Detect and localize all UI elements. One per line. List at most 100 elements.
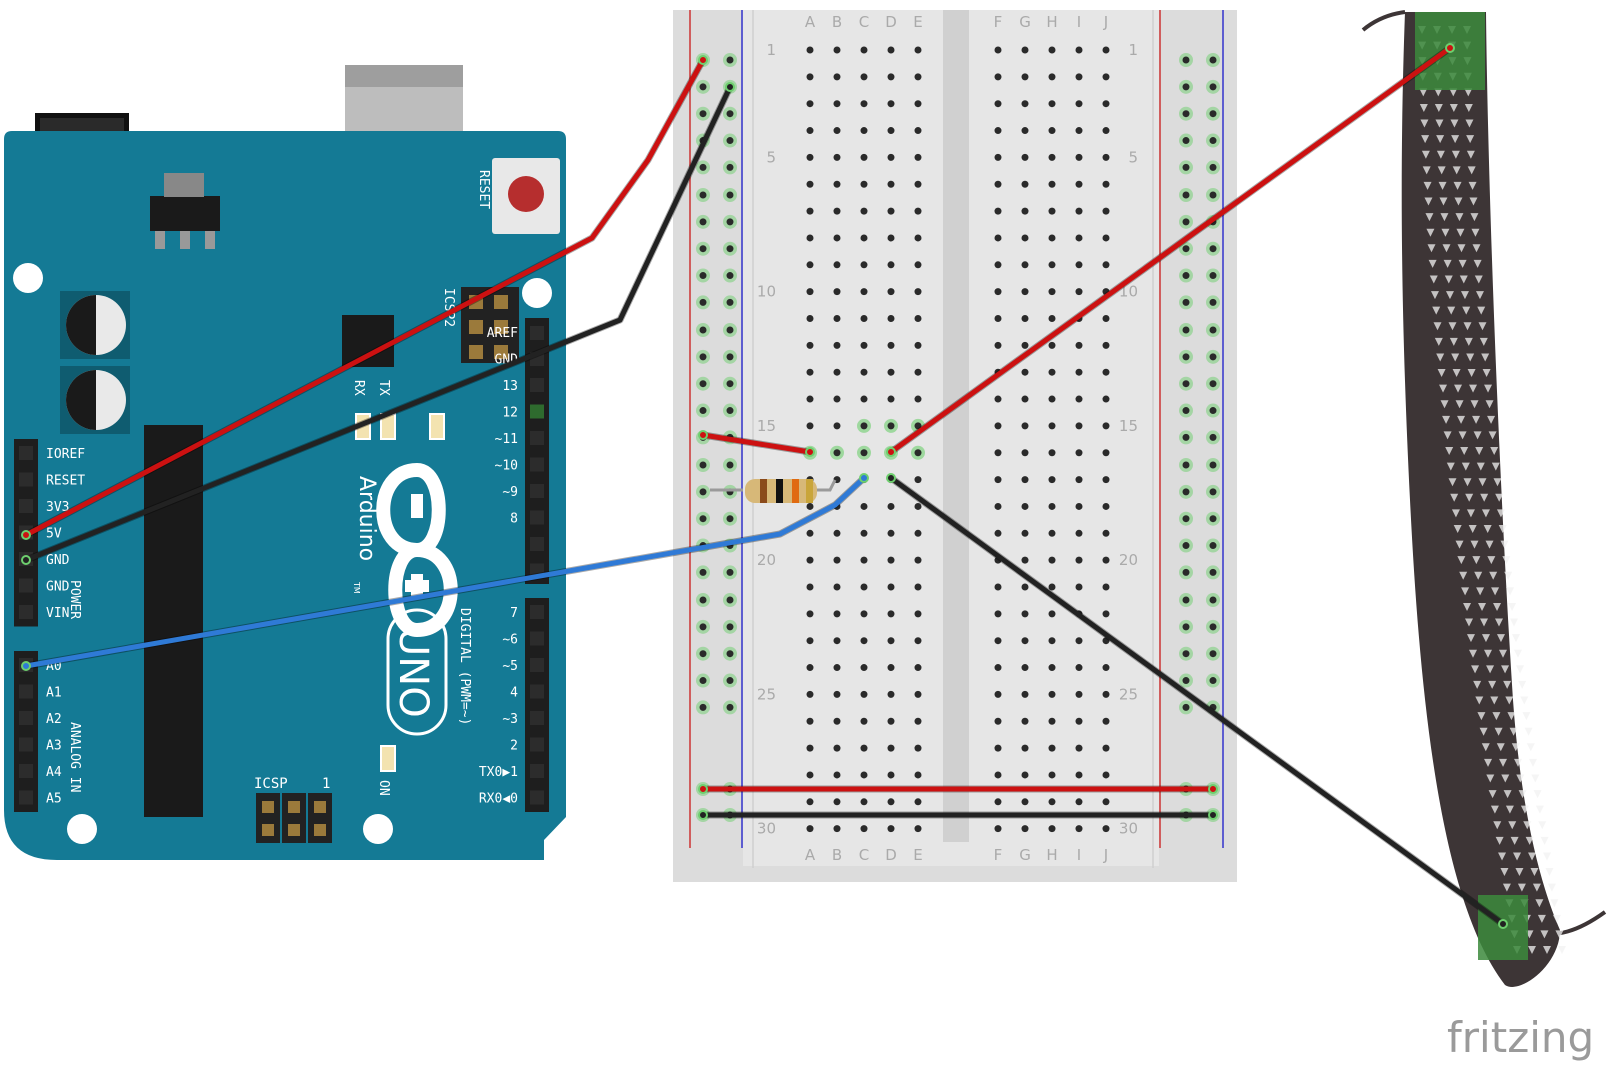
- breadboard-hole[interactable]: [1102, 368, 1110, 376]
- rail-hole[interactable]: [726, 407, 734, 415]
- breadboard-hole[interactable]: [914, 341, 922, 349]
- rail-hole[interactable]: [726, 596, 734, 604]
- breadboard-hole[interactable]: [833, 315, 841, 322]
- breadboard-hole[interactable]: [994, 744, 1002, 752]
- breadboard-hole[interactable]: [833, 610, 841, 618]
- breadboard-hole[interactable]: [1102, 664, 1110, 672]
- breadboard-hole[interactable]: [806, 690, 814, 698]
- breadboard-hole[interactable]: [833, 100, 841, 108]
- rail-hole[interactable]: [726, 163, 734, 171]
- breadboard-hole[interactable]: [1021, 127, 1029, 135]
- breadboard-hole[interactable]: [1021, 637, 1029, 645]
- rail-hole[interactable]: [1209, 488, 1217, 496]
- breadboard-hole[interactable]: [806, 664, 814, 672]
- rail-hole[interactable]: [699, 380, 707, 388]
- rail-hole[interactable]: [1182, 677, 1190, 685]
- header-pin[interactable]: [19, 684, 33, 699]
- breadboard-hole[interactable]: [1075, 100, 1083, 108]
- header-pin[interactable]: [530, 684, 544, 699]
- header-pin[interactable]: [530, 510, 544, 525]
- breadboard-hole[interactable]: [994, 771, 1002, 779]
- breadboard-hole[interactable]: [1021, 449, 1029, 457]
- sensor-top-wire[interactable]: [886, 43, 1455, 457]
- rail-hole[interactable]: [1209, 110, 1217, 118]
- breadboard-hole[interactable]: [1048, 637, 1056, 645]
- rail-hole[interactable]: [1209, 83, 1217, 91]
- breadboard-hole[interactable]: [1048, 341, 1056, 349]
- header-pin[interactable]: [530, 631, 544, 646]
- breadboard-hole[interactable]: [914, 717, 922, 725]
- breadboard-hole[interactable]: [860, 261, 868, 269]
- breadboard-hole[interactable]: [833, 556, 841, 564]
- breadboard-hole[interactable]: [1021, 100, 1029, 108]
- breadboard-hole[interactable]: [887, 825, 895, 833]
- breadboard-hole[interactable]: [1021, 288, 1029, 296]
- breadboard-hole[interactable]: [1048, 771, 1056, 779]
- breadboard-hole[interactable]: [1075, 637, 1083, 645]
- breadboard-hole[interactable]: [1075, 717, 1083, 725]
- rail-hole[interactable]: [1182, 650, 1190, 658]
- breadboard-hole[interactable]: [1021, 610, 1029, 618]
- breadboard-hole[interactable]: [806, 422, 814, 430]
- breadboard-hole[interactable]: [914, 422, 922, 430]
- breadboard-hole[interactable]: [806, 73, 814, 81]
- breadboard-hole[interactable]: [887, 315, 895, 322]
- breadboard-hole[interactable]: [1048, 529, 1056, 537]
- breadboard-hole[interactable]: [1102, 771, 1110, 779]
- breadboard-hole[interactable]: [833, 422, 841, 430]
- rail-hole[interactable]: [699, 298, 707, 306]
- breadboard-hole[interactable]: [1021, 664, 1029, 672]
- breadboard-hole[interactable]: [1102, 180, 1110, 188]
- breadboard-hole[interactable]: [914, 127, 922, 135]
- breadboard-hole[interactable]: [860, 341, 868, 349]
- breadboard-hole[interactable]: [1075, 476, 1083, 484]
- breadboard-hole[interactable]: [994, 610, 1002, 618]
- breadboard-hole[interactable]: [1102, 449, 1110, 457]
- breadboard-hole[interactable]: [1021, 153, 1029, 161]
- breadboard-hole[interactable]: [806, 825, 814, 833]
- breadboard-hole[interactable]: [1075, 153, 1083, 161]
- breadboard-hole[interactable]: [806, 556, 814, 564]
- breadboard-hole[interactable]: [1075, 825, 1083, 833]
- breadboard-hole[interactable]: [1102, 422, 1110, 430]
- breadboard-hole[interactable]: [806, 153, 814, 161]
- rail-hole[interactable]: [699, 218, 707, 226]
- breadboard-hole[interactable]: [806, 610, 814, 618]
- breadboard-hole[interactable]: [1075, 771, 1083, 779]
- header-pin[interactable]: [19, 605, 33, 619]
- breadboard-hole[interactable]: [1021, 583, 1029, 591]
- rail-hole[interactable]: [1182, 623, 1190, 631]
- breadboard-hole[interactable]: [860, 637, 868, 645]
- breadboard-hole[interactable]: [994, 449, 1002, 457]
- breadboard-hole[interactable]: [1048, 717, 1056, 725]
- breadboard-hole[interactable]: [994, 315, 1002, 322]
- breadboard-hole[interactable]: [1102, 127, 1110, 135]
- rail-hole[interactable]: [1182, 298, 1190, 306]
- breadboard-hole[interactable]: [1048, 288, 1056, 296]
- rail-hole[interactable]: [1209, 245, 1217, 253]
- breadboard-hole[interactable]: [914, 368, 922, 376]
- rail-hole[interactable]: [1182, 191, 1190, 199]
- breadboard-hole[interactable]: [1102, 690, 1110, 698]
- breadboard-hole[interactable]: [1075, 664, 1083, 672]
- breadboard-hole[interactable]: [887, 717, 895, 725]
- breadboard-hole[interactable]: [887, 771, 895, 779]
- breadboard-hole[interactable]: [914, 73, 922, 81]
- breadboard-hole[interactable]: [1102, 46, 1110, 54]
- breadboard-hole[interactable]: [833, 341, 841, 349]
- breadboard-hole[interactable]: [806, 771, 814, 779]
- breadboard-hole[interactable]: [1021, 46, 1029, 54]
- rail-hole[interactable]: [1209, 433, 1217, 441]
- breadboard-hole[interactable]: [833, 180, 841, 188]
- breadboard-hole[interactable]: [806, 341, 814, 349]
- rail-hole[interactable]: [726, 245, 734, 253]
- breadboard-hole[interactable]: [994, 690, 1002, 698]
- breadboard-hole[interactable]: [1075, 261, 1083, 269]
- rail-hole[interactable]: [1182, 218, 1190, 226]
- breadboard-hole[interactable]: [833, 690, 841, 698]
- breadboard-hole[interactable]: [887, 261, 895, 269]
- breadboard-hole[interactable]: [1021, 234, 1029, 242]
- breadboard-hole[interactable]: [914, 46, 922, 54]
- breadboard-hole[interactable]: [806, 717, 814, 725]
- rail-hole[interactable]: [1209, 137, 1217, 145]
